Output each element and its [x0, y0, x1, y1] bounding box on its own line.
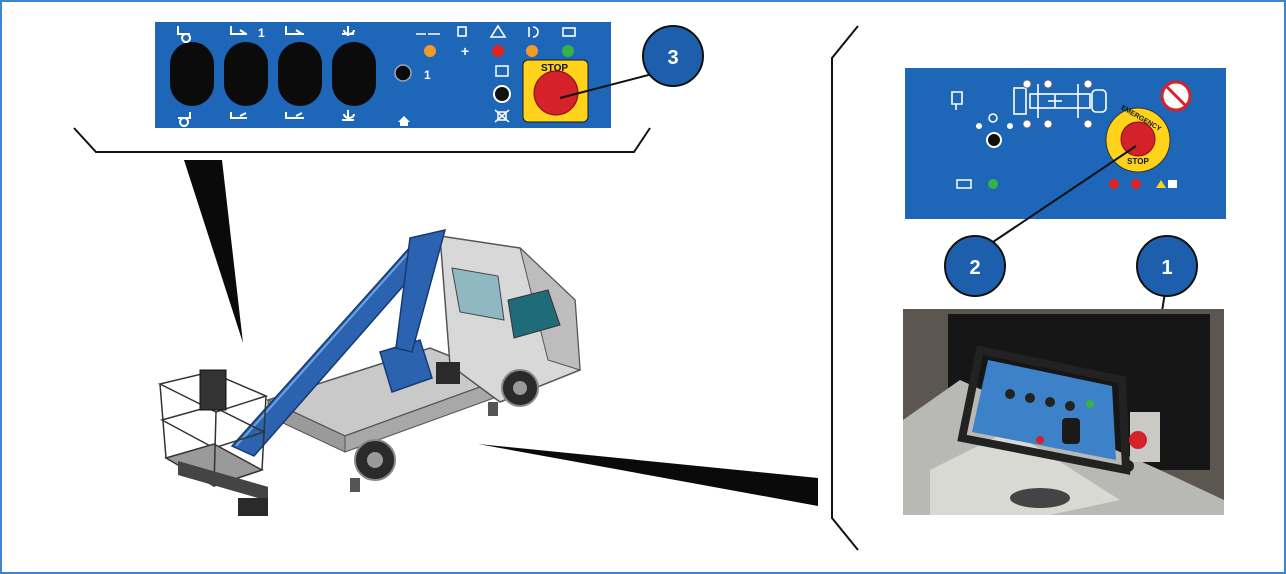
- photo-switch-3: [1045, 397, 1055, 407]
- outrigger-right: [488, 402, 498, 416]
- photo-switch-4: [1065, 401, 1075, 411]
- photo-hinge: [1010, 488, 1070, 508]
- position-dot-3: [1084, 80, 1092, 88]
- callout-3-label: 3: [667, 47, 678, 69]
- joystick-slot-4: [332, 42, 376, 106]
- photo-knob: [1122, 460, 1134, 472]
- upper-control-panel: 1 1 + STOP: [155, 22, 611, 128]
- horn-button[interactable]: [494, 86, 510, 102]
- callout-2: 2: [945, 236, 1005, 296]
- led-green: [562, 45, 574, 57]
- photo-green-led: [1086, 400, 1094, 408]
- ground-led-green: [988, 179, 998, 189]
- photo-emergency-button: [1129, 431, 1147, 449]
- photo-red-led: [1036, 436, 1044, 444]
- ground-control-panel: EMERGENCY STOP: [905, 68, 1226, 219]
- position-dot-6: [1084, 120, 1092, 128]
- key-switch-left-dot: [976, 123, 982, 129]
- joystick-slot-3: [278, 42, 322, 106]
- plus-sign: +: [461, 43, 469, 59]
- position-dot-5: [1044, 120, 1052, 128]
- outrigger-box: [436, 362, 460, 384]
- led-orange-2: [526, 45, 538, 57]
- key-switch-right-dot: [1007, 123, 1013, 129]
- basket-step: [238, 498, 268, 516]
- joystick-slot-2: [224, 42, 268, 106]
- photo-switch-2: [1025, 393, 1035, 403]
- callout-1-label: 1: [1161, 257, 1172, 279]
- cab-side-window: [452, 268, 504, 320]
- manual-indicator-icon: [1168, 180, 1177, 188]
- led-orange-1: [424, 45, 436, 57]
- ground-led-red-2: [1131, 179, 1141, 189]
- selector-label: 1: [424, 68, 431, 82]
- callout-2-label: 2: [969, 257, 980, 279]
- outrigger-left: [350, 478, 360, 492]
- position-dot-2: [1044, 80, 1052, 88]
- ground-led-red-1: [1109, 179, 1119, 189]
- joystick-slot-1: [170, 42, 214, 106]
- photo-switch-1: [1005, 389, 1015, 399]
- key-switch[interactable]: [987, 133, 1001, 147]
- position-dot-1: [1023, 80, 1031, 88]
- led-red: [492, 45, 504, 57]
- callout-1: 1: [1137, 236, 1197, 296]
- selector-knob[interactable]: [395, 65, 411, 81]
- position-dot-4: [1023, 120, 1031, 128]
- ground-emergency-stop-button[interactable]: [1121, 122, 1155, 156]
- slot-number-label: 1: [258, 26, 265, 40]
- callout-3: 3: [643, 26, 703, 86]
- basket-control-box: [200, 370, 226, 410]
- upper-stop-button[interactable]: [534, 71, 578, 115]
- rear-wheel-hub: [367, 452, 383, 468]
- photo-joystick: [1062, 418, 1080, 444]
- control-box-photo: [903, 309, 1224, 515]
- front-wheel-hub: [513, 381, 527, 395]
- ground-stop-label: STOP: [1127, 157, 1149, 166]
